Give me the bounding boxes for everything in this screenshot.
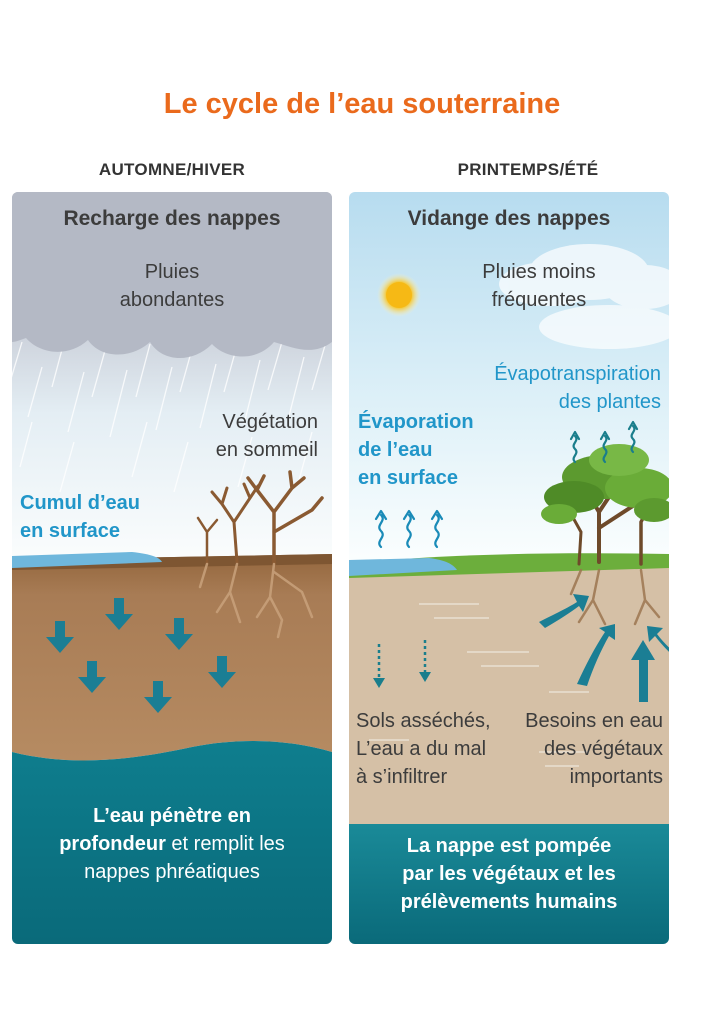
soil-top-edge (12, 554, 332, 570)
season-label-autumn-winter: AUTOMNE/HIVER (98, 160, 246, 179)
soil-layer (12, 554, 332, 761)
water-uptake-arrows (539, 594, 669, 702)
label-pumped-aquifer-line1: La nappe est pompée (406, 835, 612, 857)
label-infiltration-line1: L’eau pénètre en (93, 805, 251, 827)
panel-heading-discharge: Vidange des nappes (407, 207, 611, 230)
weak-infiltration-arrows (377, 640, 427, 680)
groundwater-table (349, 824, 669, 944)
panel-heading-recharge: Recharge des nappes (63, 207, 281, 230)
label-pumped-aquifer-line2: par les végétaux et les (402, 863, 616, 885)
autumn-winter-illustration (12, 192, 332, 944)
season-label-spring-summer: PRINTEMPS/ÉTÉ (457, 160, 599, 179)
spring-summer-illustration (349, 192, 669, 944)
groundwater-table (12, 740, 332, 944)
panel-spring-summer: Vidange des nappes Pluies moins fréquent… (349, 192, 669, 944)
label-dry-soil-line2: L’eau a du mal (356, 738, 487, 760)
label-dry-soil-line3: à s’infiltrer (356, 766, 448, 788)
label-plant-needs-line1: Besoins en eau (525, 710, 663, 732)
label-less-rain-line1: Pluies moins (482, 261, 596, 283)
dry-soil-layer (349, 564, 669, 824)
label-heavy-rain-line1: Pluies (144, 261, 200, 283)
label-infiltration-line2: profondeur et remplit les (12, 830, 332, 858)
light-clouds (499, 244, 669, 349)
soil-cracks (369, 603, 589, 767)
label-pumped-aquifer-line3: prélèvements humains (400, 891, 618, 913)
label-infiltration-line2-rest: et remplit les (165, 833, 285, 855)
tree-roots (198, 562, 314, 639)
label-plant-needs-line3: importants (569, 766, 663, 788)
label-plant-evapotranspiration-line1: Évapotranspiration (494, 363, 661, 385)
rain-streaks (12, 341, 327, 493)
label-infiltration-line2-bold: profondeur (59, 833, 166, 855)
label-plant-evapotranspiration-line2: des plantes (558, 391, 661, 413)
label-surface-evaporation-line1: Évaporation (358, 411, 474, 433)
label-surface-evaporation-line3: en surface (358, 467, 459, 489)
rain-cloud (12, 192, 332, 359)
tree-roots (569, 568, 661, 626)
label-less-rain-line2: fréquentes (491, 289, 587, 311)
label-dry-soil-line1: Sols asséchés, (356, 710, 491, 732)
surface-water-puddle (12, 552, 162, 568)
label-dormant-vegetation-line1: Végétation (222, 411, 318, 433)
surface-water-puddle (349, 558, 457, 576)
dormant-trees (196, 470, 324, 566)
label-dormant-vegetation-line2: en sommeil (215, 439, 318, 461)
label-infiltration-line3: nappes phréatiques (84, 861, 260, 883)
label-surface-water-line2: en surface (20, 520, 121, 542)
diagram-title: Le cycle de l’eau souterraine (163, 88, 561, 120)
label-surface-water-line1: Cumul d’eau (20, 492, 141, 514)
label-plant-needs-line2: des végétaux (544, 738, 663, 760)
label-surface-evaporation-line2: de l’eau (358, 439, 433, 461)
label-heavy-rain-line2: abondantes (119, 289, 225, 311)
panel-autumn-winter: Recharge des nappes Pluies abondantes Vé… (12, 192, 332, 944)
